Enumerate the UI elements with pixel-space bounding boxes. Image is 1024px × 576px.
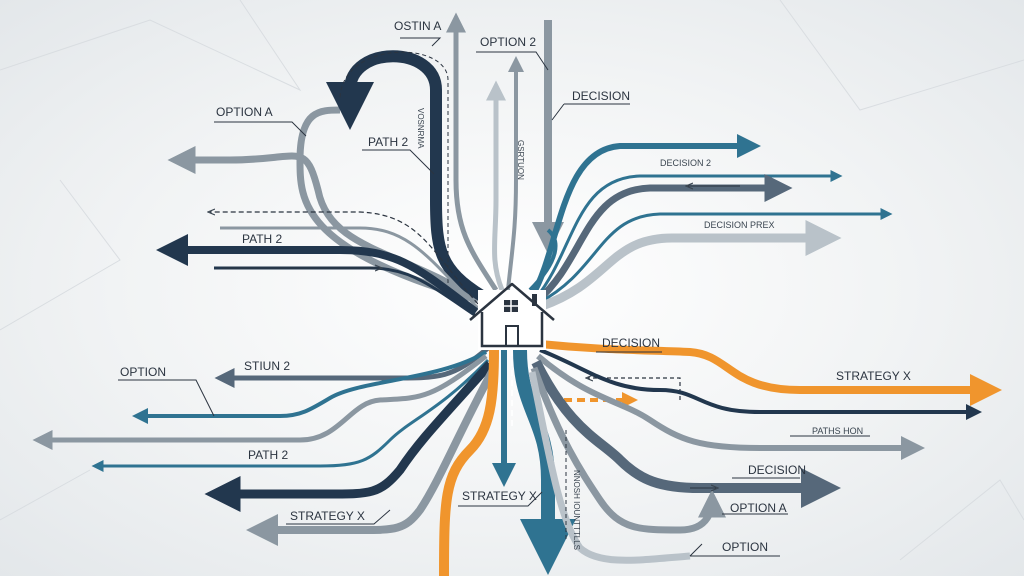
path-north-3 (506, 56, 524, 291)
path-option-a-loop (530, 366, 726, 534)
path-east-3 (535, 174, 793, 303)
label-vertical-gsrtuon: GSRTUON (516, 140, 525, 180)
path-east-5 (540, 220, 842, 311)
path-path-2-bottom (91, 358, 490, 472)
label-decision-right: DECISION (602, 336, 660, 350)
label-strategy-x-bottom: STRATEGY X (462, 489, 537, 503)
background-network (0, 0, 1024, 561)
label-strategy-x-left: STRATEGY X (290, 509, 365, 523)
label-path-2-bottom: PATH 2 (248, 448, 289, 462)
label-paths-hon: PATHS HON (812, 426, 863, 436)
label-stiun-2: STIUN 2 (244, 359, 290, 373)
path-east-6 (528, 228, 558, 292)
label-group: OSTIN A OPTION 2 DECISION OPTION A PATH … (118, 19, 911, 557)
path-east-gray-1 (536, 353, 925, 460)
path-east-slate-1 (539, 348, 982, 420)
path-option-left (132, 350, 488, 424)
label-option-2: OPTION 2 (480, 35, 536, 49)
path-north-1 (446, 12, 499, 292)
label-path-2-left: PATH 2 (242, 232, 283, 246)
label-path-2-top: PATH 2 (368, 135, 409, 149)
label-decision-2: DECISION 2 (660, 158, 711, 168)
label-vertical-vosnrma: VOSNRMA (416, 108, 425, 149)
label-strategy-x-right: STRATEGY X (836, 369, 911, 383)
path-south-orange (439, 349, 499, 576)
path-path-2-left (156, 234, 479, 316)
path-west-long-1 (32, 354, 488, 450)
path-option-a-up (296, 106, 479, 304)
label-decision-prex: DECISION PREX (704, 220, 775, 230)
path-strategy-x-left (246, 366, 498, 546)
path-option-bottom (528, 371, 691, 564)
label-vertical-bottom: NNOSH IOUNTTTLLS (572, 470, 581, 550)
label-option-a-top: OPTION A (216, 105, 273, 119)
path-west-2 (220, 226, 480, 310)
path-west-1 (210, 212, 479, 305)
house-icon (469, 282, 555, 350)
path-north-2 (486, 80, 506, 291)
path-ostin-a-loop (326, 50, 486, 302)
label-decision-lower-right: DECISION (748, 463, 806, 477)
label-option-bottom: OPTION (722, 540, 768, 554)
path-south-teal-2 (513, 349, 576, 575)
path-decision-right (531, 359, 841, 508)
path-east-4 (539, 208, 893, 304)
path-ostin-a-dashed (339, 51, 449, 290)
label-ostin-a: OSTIN A (394, 19, 441, 33)
label-option-a-right: OPTION A (730, 501, 787, 515)
label-option-left: OPTION (120, 365, 166, 379)
path-west-navy (204, 361, 494, 512)
path-strategy-x-right (539, 340, 1002, 406)
path-east-2 (534, 170, 843, 299)
label-decision-top: DECISION (572, 89, 630, 103)
